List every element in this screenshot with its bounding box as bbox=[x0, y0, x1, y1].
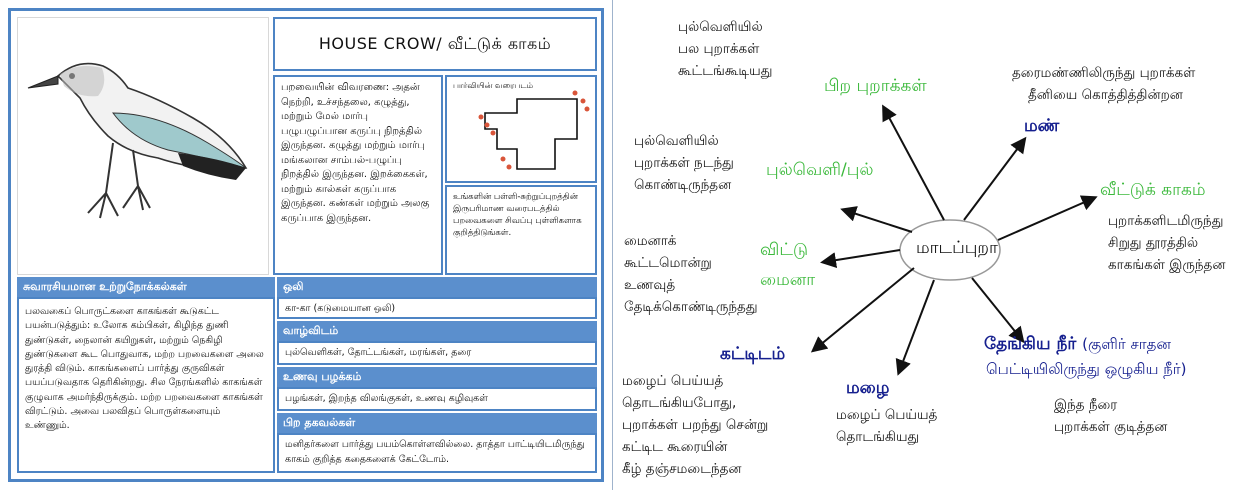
food-header: உணவு பழக்கம் bbox=[277, 367, 597, 387]
sound-box: கா-கா (கடுமையான ஒலி) bbox=[277, 297, 597, 319]
note-crow-3: காகங்கள் இருந்தன bbox=[1108, 257, 1226, 273]
crow-sketch bbox=[17, 17, 269, 275]
note-rain-2: தொடங்கியது bbox=[836, 429, 920, 445]
habitat-text: புல்வெளிகள், தோட்டங்கள், மரங்கள், தரை bbox=[285, 347, 472, 358]
observations-box: பலவகைப் பொருட்களை காகங்கள் கூடுகட்ட பயன்… bbox=[17, 297, 275, 473]
habitat-header: வாழ்விடம் bbox=[277, 321, 597, 341]
map-instructions: உங்களின் பள்ளி-சுற்றுப்புறத்தின் இருபரிம… bbox=[453, 192, 582, 238]
other-info-box: மனிதர்களை பார்த்து பயம்கொள்ளவில்லை. தாத்… bbox=[277, 433, 597, 473]
note-soil-1: தரைமண்ணிலிருந்து புறாக்கள் bbox=[1012, 65, 1196, 81]
crow-worksheet: HOUSE CROW/ வீட்டுக் காகம் பறவையின் விவர… bbox=[8, 8, 604, 482]
arrow-other-pigeons bbox=[882, 104, 945, 221]
arrow-myna bbox=[820, 249, 901, 269]
note-building-3: புறாக்கள் பறந்து சென்று bbox=[622, 417, 769, 433]
notes-box: உங்களின் பள்ளி-சுற்றுப்புறத்தின் இருபரிம… bbox=[445, 185, 597, 275]
arrow-stagnant-water bbox=[971, 277, 1025, 344]
note-other-pigeons-2: பல புறாக்கள் bbox=[678, 41, 760, 57]
food-box: பழங்கள், இறந்த விலங்குகள், உணவு கழிவுகள் bbox=[277, 387, 597, 411]
node-stagnant-water-label: தேங்கிய நீர் bbox=[984, 334, 1077, 354]
note-building-5: கீழ் தஞ்சமடைந்தன bbox=[622, 461, 742, 477]
panel-divider bbox=[612, 0, 613, 490]
node-stagnant-water-suffix: (குளிர் சாதன bbox=[1082, 335, 1171, 353]
arrow-rain bbox=[895, 279, 935, 376]
note-myna-1: மைனாக் bbox=[624, 233, 677, 249]
description-box: பறவையின் விவரணை: அதன் நெற்றி, உச்சந்தலை,… bbox=[273, 75, 443, 275]
node-rain: மழை bbox=[846, 378, 890, 398]
node-house-crow: வீட்டுக் காகம் bbox=[1100, 180, 1206, 200]
note-crow-2: சிறுது தூரத்தில் bbox=[1108, 235, 1199, 251]
observation-web: மாடப்புறா புல்வெளியில் பல புறாக்கள் கூட்… bbox=[614, 0, 1256, 490]
worksheet-title-box: HOUSE CROW/ வீட்டுக் காகம் bbox=[273, 17, 597, 71]
note-building-1: மழைப் பெய்யத் bbox=[622, 373, 724, 389]
crow-drawing-icon bbox=[27, 62, 248, 219]
node-soil: மண் bbox=[1024, 116, 1060, 136]
center-node-label: மாடப்புறா bbox=[916, 238, 998, 258]
other-info-header: பிற தகவல்கள் bbox=[277, 413, 597, 433]
observations-text: பலவகைப் பொருட்களை காகங்கள் கூடுகட்ட பயன்… bbox=[25, 306, 264, 432]
note-other-pigeons-3: கூட்டங்கூடியது bbox=[678, 63, 773, 79]
note-rain-1: மழைப் பெய்யத் bbox=[836, 407, 938, 423]
arrow-building bbox=[810, 267, 915, 353]
arrow-grassland bbox=[840, 206, 913, 233]
node-myna-line2: மைனா bbox=[760, 270, 816, 290]
note-crow-1: புறாக்களிடமிருந்து bbox=[1108, 213, 1224, 229]
node-stagnant-water-line2: பெட்டியிலிருந்து ஒழுகிய நீர்) bbox=[986, 360, 1187, 378]
note-water-1: இந்த நீரை bbox=[1054, 397, 1118, 413]
node-myna-line1: விட்டு bbox=[760, 240, 809, 260]
arrow-soil bbox=[963, 136, 1027, 221]
note-myna-2: கூட்டமொன்று bbox=[624, 255, 712, 271]
note-building-4: கட்டிட கூரையின் bbox=[622, 439, 728, 455]
note-building-2: தொடங்கியபோது, bbox=[622, 395, 737, 411]
map-box: பார்வியின் வரைபடம் bbox=[445, 75, 597, 183]
bird-description: பறவையின் விவரணை: அதன் நெற்றி, உச்சந்தலை,… bbox=[281, 82, 430, 224]
note-soil-2: தீனியை கொத்தித்தின்றன bbox=[1028, 87, 1183, 103]
other-info-text: மனிதர்களை பார்த்து பயம்கொள்ளவில்லை. தாத்… bbox=[285, 439, 585, 465]
note-myna-3: உணவுத் bbox=[624, 277, 676, 293]
web-arrows bbox=[810, 104, 1098, 376]
note-myna-4: தேடிக்கொண்டிருந்தது bbox=[624, 299, 758, 315]
note-grassland-3: கொண்டிருந்தன bbox=[634, 177, 732, 193]
sound-header: ஒலி bbox=[277, 277, 597, 297]
node-building: கட்டிடம் bbox=[720, 344, 786, 364]
map-label: பார்வியின் வரைபடம் bbox=[453, 81, 534, 90]
sound-text: கா-கா (கடுமையான ஒலி) bbox=[285, 303, 396, 314]
note-water-2: புறாக்கள் குடித்தன bbox=[1054, 419, 1168, 435]
arrow-house-crow bbox=[997, 195, 1098, 241]
node-other-pigeons: பிற புறாக்கள் bbox=[824, 76, 927, 96]
worksheet-title: HOUSE CROW/ வீட்டுக் காகம் bbox=[318, 33, 552, 53]
note-grassland-2: புறாக்கள் நடந்து bbox=[634, 155, 734, 171]
node-stagnant-water: தேங்கிய நீர் (குளிர் சாதன bbox=[984, 334, 1171, 356]
note-other-pigeons-1: புல்வெளியில் bbox=[678, 19, 763, 35]
habitat-box: புல்வெளிகள், தோட்டங்கள், மரங்கள், தரை bbox=[277, 341, 597, 365]
food-text: பழங்கள், இறந்த விலங்குகள், உணவு கழிவுகள் bbox=[285, 393, 488, 404]
note-grassland-1: புல்வெளியில் bbox=[634, 133, 719, 149]
node-grassland: புல்வெளி/புல் bbox=[766, 160, 874, 180]
observations-header: சுவாரசியமான உற்றுநோக்கல்கள் bbox=[17, 277, 275, 297]
school-map-icon bbox=[478, 90, 590, 170]
